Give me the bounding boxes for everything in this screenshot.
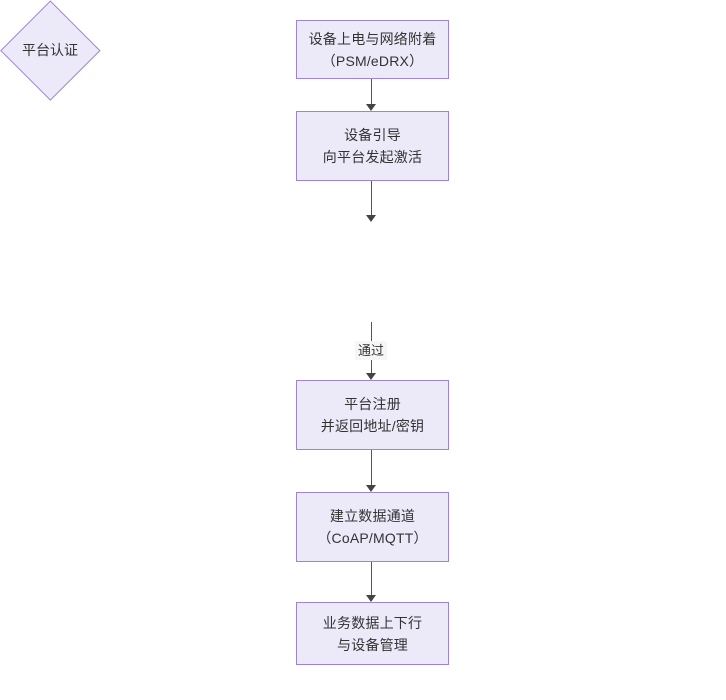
node-business-data[interactable]: 业务数据上下行 与设备管理 <box>296 602 449 665</box>
arrowhead-icon-to-register <box>366 373 376 380</box>
arrowhead-icon-to-business <box>366 595 376 602</box>
node-bootstrap-line-1: 设备引导 <box>344 127 401 143</box>
arrowhead-icon-to-channel <box>366 485 376 492</box>
node-power-attach-line-1: 设备上电与网络附着 <box>308 30 437 47</box>
node-business-data-line-2: 与设备管理 <box>337 636 408 653</box>
node-data-channel-line-2: （CoAP/MQTT） <box>317 530 428 546</box>
arrowhead-icon-to-auth <box>366 215 376 222</box>
edge-register-to-channel <box>371 450 372 485</box>
node-register[interactable]: 平台注册 并返回地址/密钥 <box>296 380 449 450</box>
node-auth-decision-label: 平台认证 <box>22 42 78 58</box>
edge-channel-to-business <box>371 562 372 595</box>
node-data-channel[interactable]: 建立数据通道 （CoAP/MQTT） <box>296 492 449 562</box>
edge-label-pass: 通过 <box>355 341 388 360</box>
node-bootstrap[interactable]: 设备引导 向平台发起激活 <box>296 111 449 181</box>
node-power-attach[interactable]: 设备上电与网络附着 （PSM/eDRX） <box>296 20 449 79</box>
edge-power-to-bootstrap <box>371 79 372 104</box>
edge-bootstrap-to-auth <box>371 181 372 215</box>
node-business-data-line-1: 业务数据上下行 <box>322 614 423 631</box>
node-auth-decision[interactable]: 平台认证 <box>0 0 100 100</box>
node-power-attach-line-2: （PSM/eDRX） <box>321 52 424 69</box>
node-register-line-2: 并返回地址/密钥 <box>320 418 425 434</box>
node-data-channel-line-1: 建立数据通道 <box>329 508 416 524</box>
node-bootstrap-line-2: 向平台发起激活 <box>322 149 423 165</box>
node-register-line-1: 平台注册 <box>344 396 401 412</box>
arrowhead-icon-to-bootstrap <box>366 104 376 111</box>
